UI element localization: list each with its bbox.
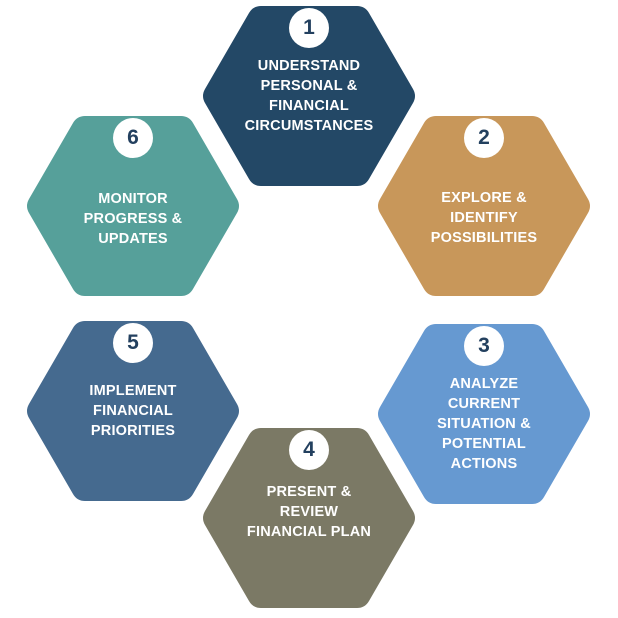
step-6-hexagon-shape bbox=[27, 116, 239, 296]
step-5-hexagon-fill bbox=[27, 321, 239, 501]
step-2-label: EXPLORE & IDENTIFY POSSIBILITIES bbox=[394, 188, 574, 248]
step-2-hexagon: 2 EXPLORE & IDENTIFY POSSIBILITIES bbox=[372, 108, 596, 304]
step-2-label-line: EXPLORE & bbox=[441, 190, 527, 206]
step-2-label-line: IDENTIFY bbox=[450, 210, 518, 226]
step-4-hexagon-fill bbox=[203, 428, 415, 608]
step-3-label-line: POTENTIAL bbox=[442, 436, 526, 452]
step-3-hexagon: 3 ANALYZE CURRENT SITUATION & POTENTIAL … bbox=[372, 316, 596, 512]
step-3-label-line: CURRENT bbox=[447, 396, 521, 412]
step-1-hexagon: 1 UNDERSTAND PERSONAL & FINANCIAL CIRCUM… bbox=[197, 0, 421, 194]
step-3-label: ANALYZE CURRENT SITUATION & POTENTIAL AC… bbox=[394, 374, 574, 474]
step-1-hexagon-fill bbox=[203, 6, 415, 186]
step-1-label: UNDERSTAND PERSONAL & FINANCIAL CIRCUMST… bbox=[219, 56, 399, 136]
step-6-number-badge: 6 bbox=[113, 118, 153, 158]
step-5-label-line: FINANCIAL bbox=[93, 403, 173, 419]
step-4-label: PRESENT & REVIEW FINANCIAL PLAN bbox=[219, 482, 399, 542]
step-5-number-badge: 5 bbox=[113, 323, 153, 363]
step-1-label-line: PERSONAL & bbox=[260, 78, 358, 94]
step-5-label-line: PRIORITIES bbox=[90, 423, 176, 439]
step-5-label-line: IMPLEMENT bbox=[89, 383, 177, 399]
step-1-label-line: CIRCUMSTANCES bbox=[244, 118, 374, 134]
step-3-label-line: SITUATION & bbox=[437, 416, 531, 432]
step-6-hexagon-fill bbox=[27, 116, 239, 296]
step-4-hexagon-shape bbox=[203, 428, 415, 608]
step-3-number-badge: 3 bbox=[464, 326, 504, 366]
step-2-number-badge: 2 bbox=[464, 118, 504, 158]
step-4-hexagon: 4 PRESENT & REVIEW FINANCIAL PLAN bbox=[197, 420, 421, 616]
step-3-hexagon-fill bbox=[378, 324, 590, 504]
step-6-label-line: PROGRESS & bbox=[83, 211, 183, 227]
step-6-label-line: UPDATES bbox=[98, 231, 168, 247]
step-3-label-line: ANALYZE bbox=[449, 376, 519, 392]
step-4-label-line: FINANCIAL PLAN bbox=[246, 524, 372, 540]
step-6-label: MONITOR PROGRESS & UPDATES bbox=[43, 189, 223, 249]
step-3-hexagon-shape bbox=[378, 324, 590, 504]
step-1-label-line: UNDERSTAND bbox=[257, 58, 361, 74]
step-4-label-line: PRESENT & bbox=[266, 484, 352, 500]
step-5-hexagon: 5 IMPLEMENT FINANCIAL PRIORITIES bbox=[21, 313, 245, 509]
step-4-number-badge: 4 bbox=[289, 430, 329, 470]
step-1-label-line: FINANCIAL bbox=[269, 98, 349, 114]
step-4-label-line: REVIEW bbox=[279, 504, 339, 520]
step-5-label: IMPLEMENT FINANCIAL PRIORITIES bbox=[43, 381, 223, 441]
step-2-hexagon-fill bbox=[378, 116, 590, 296]
step-6-label-line: MONITOR bbox=[98, 191, 168, 207]
step-6-hexagon: 6 MONITOR PROGRESS & UPDATES bbox=[21, 108, 245, 304]
step-2-hexagon-shape bbox=[378, 116, 590, 296]
step-1-number-badge: 1 bbox=[289, 8, 329, 48]
step-1-hexagon-shape bbox=[203, 6, 415, 186]
step-3-label-line: ACTIONS bbox=[450, 456, 518, 472]
step-5-hexagon-shape bbox=[27, 321, 239, 501]
step-2-label-line: POSSIBILITIES bbox=[430, 230, 538, 246]
